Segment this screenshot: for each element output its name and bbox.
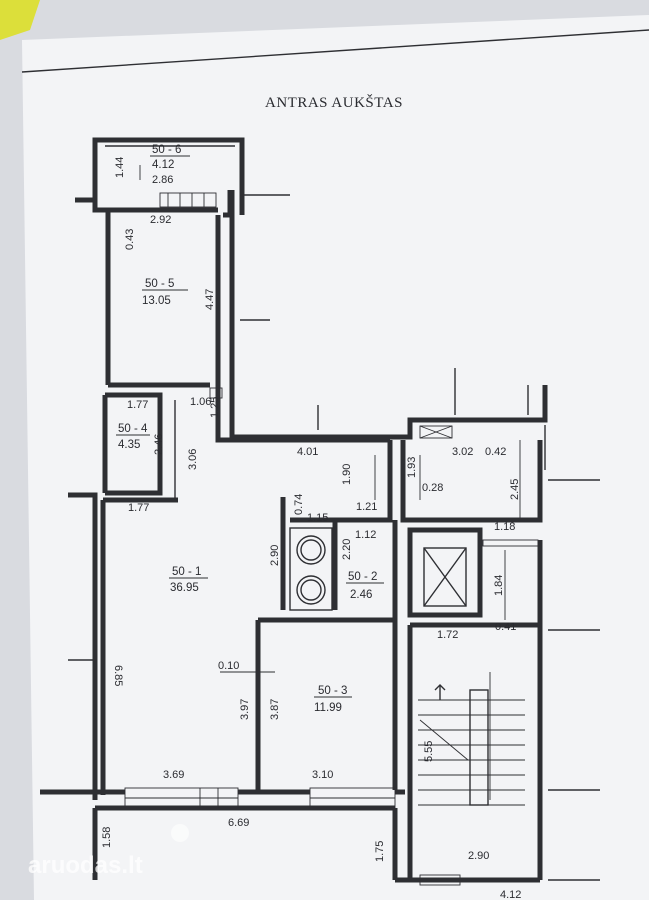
- svg-text:4.01: 4.01: [297, 446, 318, 458]
- svg-text:3.02: 3.02: [452, 446, 473, 458]
- svg-text:3.97: 3.97: [239, 699, 251, 720]
- svg-text:50 - 1: 50 - 1: [172, 566, 201, 578]
- paper-sheet: [22, 15, 649, 900]
- svg-text:4.35: 4.35: [118, 439, 140, 451]
- svg-text:2.45: 2.45: [509, 479, 521, 500]
- svg-text:1.44: 1.44: [114, 157, 126, 178]
- svg-text:6.69: 6.69: [228, 817, 249, 829]
- room-label-50-2: 50 - 2 2.46: [346, 571, 384, 601]
- svg-text:36.95: 36.95: [170, 582, 199, 594]
- room-label-50-4: 50 - 4 4.35: [116, 423, 150, 451]
- svg-text:4.12: 4.12: [500, 889, 521, 900]
- svg-text:3.69: 3.69: [163, 769, 184, 781]
- svg-text:1.12: 1.12: [355, 529, 376, 541]
- room-label-50-3: 50 - 3 11.99: [314, 685, 352, 714]
- svg-text:1.21: 1.21: [356, 501, 377, 513]
- svg-text:1.93: 1.93: [406, 457, 418, 478]
- svg-text:1.72: 1.72: [437, 629, 458, 641]
- svg-text:50 - 2: 50 - 2: [348, 571, 377, 583]
- svg-text:13.05: 13.05: [142, 295, 171, 307]
- svg-text:2.90: 2.90: [269, 545, 281, 566]
- svg-text:1.58: 1.58: [101, 827, 113, 848]
- windows: [124, 192, 539, 886]
- svg-text:50 - 6: 50 - 6: [152, 144, 181, 156]
- svg-text:50 - 5: 50 - 5: [145, 278, 174, 290]
- svg-text:0.42: 0.42: [485, 446, 506, 458]
- svg-text:2.20: 2.20: [341, 539, 353, 560]
- svg-text:1.77: 1.77: [127, 399, 148, 411]
- room-label-50-5: 50 - 5 13.05: [142, 278, 188, 307]
- corner-yellow-tab: [0, 0, 40, 40]
- svg-text:4.47: 4.47: [204, 289, 216, 310]
- svg-text:0.28: 0.28: [422, 482, 443, 494]
- svg-text:6.85: 6.85: [112, 665, 124, 686]
- svg-text:3.10: 3.10: [312, 769, 333, 781]
- dimension-lines: [139, 165, 521, 800]
- svg-text:4.12: 4.12: [152, 159, 174, 171]
- svg-text:50 - 3: 50 - 3: [318, 685, 347, 697]
- svg-text:1.18: 1.18: [494, 521, 515, 533]
- svg-text:0.10: 0.10: [218, 660, 239, 672]
- svg-text:2.46: 2.46: [153, 434, 165, 455]
- page-top-rule: [21, 29, 649, 73]
- svg-text:0.41: 0.41: [495, 621, 516, 633]
- floor-title: ANTRAS AUKŠTAS: [265, 94, 403, 111]
- washer-dryer-icon: [289, 527, 333, 611]
- room-label-50-6: 50 - 6 4.12: [150, 144, 190, 171]
- staircase-icon: [418, 684, 525, 806]
- svg-text:0.74: 0.74: [293, 494, 305, 515]
- svg-text:1.75: 1.75: [374, 841, 386, 862]
- svg-text:50 - 4: 50 - 4: [118, 423, 148, 435]
- elevator-icon: [423, 547, 467, 607]
- svg-text:1.77: 1.77: [128, 502, 149, 514]
- svg-text:2.86: 2.86: [152, 174, 173, 186]
- svg-text:1.90: 1.90: [341, 464, 353, 485]
- dimension-labels: 1.44 2.86 2.92 0.43 4.47 1.77 1.06 2.46 …: [101, 157, 521, 900]
- svg-text:1.15: 1.15: [307, 512, 328, 524]
- svg-text:0.43: 0.43: [124, 229, 136, 250]
- room-label-50-1: 50 - 1 36.95: [169, 566, 208, 594]
- svg-text:2.92: 2.92: [150, 214, 171, 226]
- svg-text:11.99: 11.99: [314, 702, 342, 714]
- svg-text:3.06: 3.06: [187, 449, 199, 470]
- svg-text:2.46: 2.46: [350, 589, 372, 601]
- svg-text:1.84: 1.84: [493, 575, 505, 596]
- svg-text:2.90: 2.90: [468, 850, 489, 862]
- svg-text:aruodas.lt: aruodas.lt: [28, 852, 143, 879]
- svg-text:3.87: 3.87: [269, 699, 281, 720]
- svg-text:1.06: 1.06: [190, 396, 211, 408]
- aruodas-watermark: aruodas.lt: [28, 824, 189, 879]
- svg-text:5.55: 5.55: [423, 741, 435, 762]
- svg-text:1.25: 1.25: [209, 397, 221, 418]
